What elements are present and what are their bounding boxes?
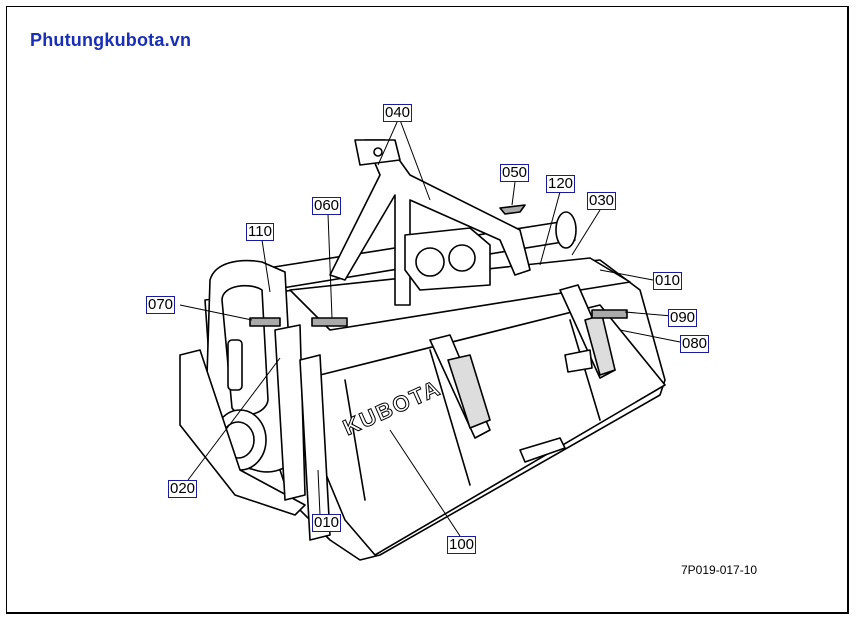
spring-left bbox=[429, 334, 491, 439]
left-skid bbox=[179, 349, 306, 516]
callout-060: 060 bbox=[312, 197, 342, 215]
callout-110: 110 bbox=[246, 223, 274, 241]
rear-handle bbox=[519, 437, 566, 463]
site-title[interactable]: Phutungkubota.vn bbox=[30, 30, 192, 50]
callout-070: 070 bbox=[146, 296, 176, 314]
callout-100: 100 bbox=[447, 536, 477, 554]
callout-020: 020 bbox=[168, 480, 198, 498]
callout-090: 090 bbox=[668, 309, 698, 327]
callout-040: 040 bbox=[383, 104, 413, 122]
callout-080: 080 bbox=[680, 335, 710, 353]
spring-right bbox=[559, 284, 616, 379]
reference-code: 7P019-017-10 bbox=[681, 563, 758, 577]
callout-050: 050 bbox=[500, 164, 530, 182]
callout-030: 030 bbox=[587, 192, 617, 210]
callout-120: 120 bbox=[546, 175, 576, 193]
callout-010-bottom: 010 bbox=[312, 514, 342, 532]
callout-010-right: 010 bbox=[653, 272, 683, 290]
top-link-frame bbox=[329, 139, 531, 306]
